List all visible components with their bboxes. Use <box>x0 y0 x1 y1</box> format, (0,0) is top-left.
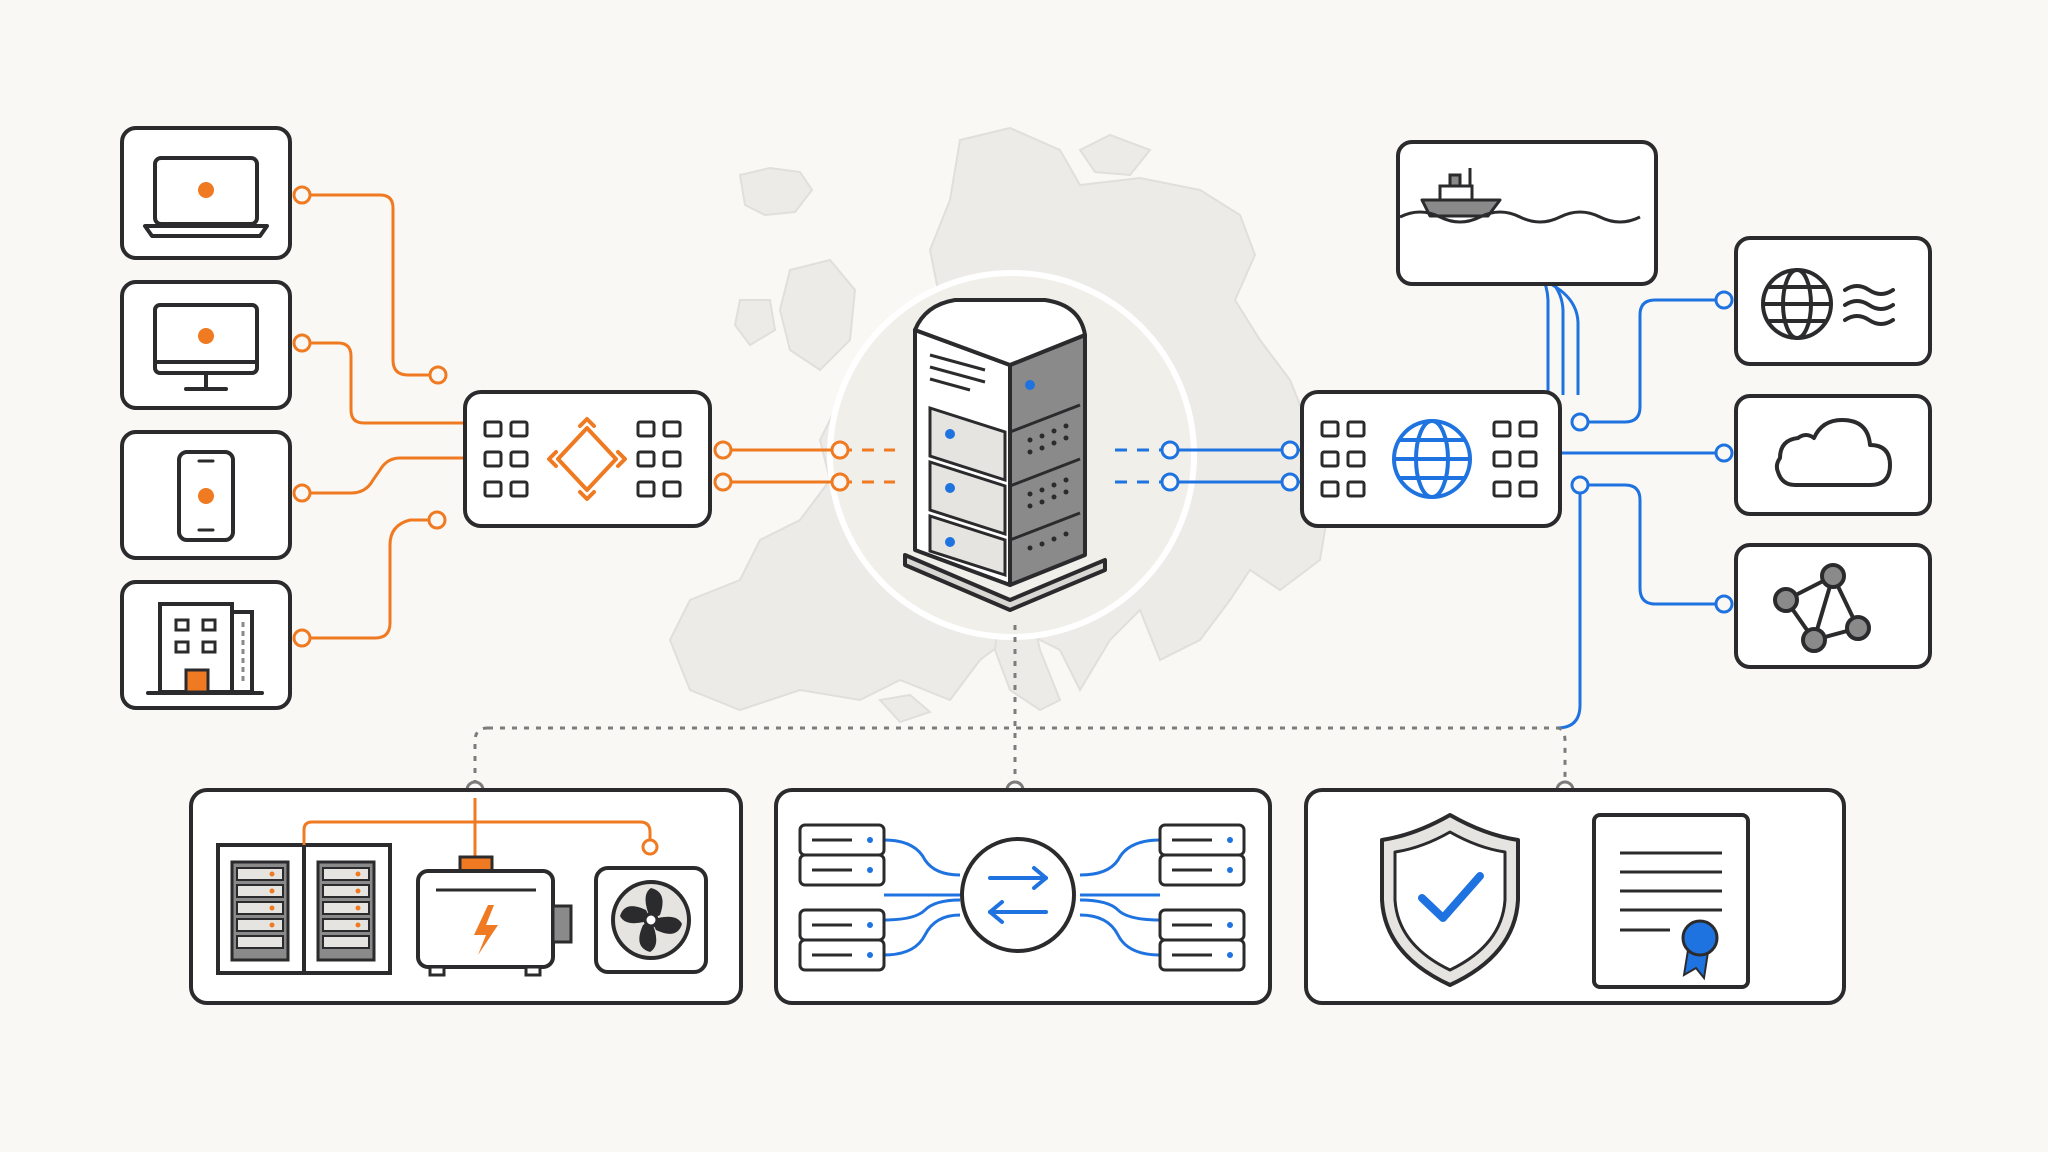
bus-left-drop <box>473 726 489 790</box>
node-laptop <box>292 185 312 205</box>
network-nodes-icon <box>1773 563 1871 653</box>
panel-power-infrastructure[interactable] <box>189 788 743 1005</box>
office-building-icon <box>146 602 264 695</box>
node-internet-exchange <box>1714 290 1734 310</box>
node-cloud <box>1714 443 1734 463</box>
node-switch-top <box>428 365 448 385</box>
central-server[interactable] <box>903 298 1107 612</box>
battery-bolt-icon <box>416 855 573 977</box>
sea-waves <box>1399 210 1641 224</box>
node-switch-out-1 <box>713 440 733 460</box>
device-card-desktop[interactable] <box>120 280 292 410</box>
panel-security-compliance[interactable] <box>1304 788 1846 1005</box>
node-office <box>292 628 312 648</box>
device-card-laptop[interactable] <box>120 126 292 260</box>
node-network <box>1714 594 1734 614</box>
link-office <box>302 518 437 640</box>
node-server-in-2 <box>830 472 850 492</box>
server-racks-icon <box>216 843 392 975</box>
node-router-out-1 <box>1570 412 1590 432</box>
cloud-icon <box>1774 418 1892 487</box>
bus-right-drop <box>1556 726 1567 790</box>
link-router-network <box>1580 483 1724 606</box>
node-mobile <box>292 483 312 503</box>
link-laptop <box>302 193 438 377</box>
server-unit-right-bottom <box>1158 908 1246 972</box>
node-server-out-1 <box>1160 440 1180 460</box>
switch-ports-right <box>636 420 682 498</box>
shield-check-icon <box>1380 813 1520 987</box>
router-ports-left <box>1320 420 1366 498</box>
service-card-cloud[interactable] <box>1734 394 1932 516</box>
cooling-fan-icon <box>594 866 708 974</box>
router-ports-right <box>1492 420 1538 498</box>
certificate-icon <box>1592 813 1750 989</box>
service-card-internet-exchange[interactable] <box>1734 236 1932 366</box>
switch-ports-left <box>483 420 529 498</box>
ship-icon <box>1420 168 1502 218</box>
globe-icon <box>1392 419 1472 499</box>
panel-load-balancing[interactable] <box>774 788 1272 1005</box>
access-switch[interactable] <box>463 390 712 528</box>
monitor-icon <box>153 303 259 391</box>
node-server-in-1 <box>830 440 850 460</box>
server-vent-dots <box>1027 423 1069 551</box>
server-unit-left-bottom <box>798 908 886 972</box>
globe-waves-icon <box>1761 268 1895 340</box>
load-links <box>883 838 1161 957</box>
smartphone-icon <box>177 450 235 542</box>
node-router-in-2 <box>1280 472 1300 492</box>
link-mobile <box>302 456 465 495</box>
server-rack-icon <box>903 298 1107 612</box>
link-router-security <box>1556 485 1582 730</box>
node-server-out-2 <box>1160 472 1180 492</box>
device-card-mobile[interactable] <box>120 430 292 560</box>
server-unit-right-top <box>1158 823 1246 887</box>
link-router-internet-exchange <box>1580 298 1724 424</box>
node-router-out-2 <box>1570 475 1590 495</box>
link-desktop <box>302 341 465 425</box>
node-desktop <box>292 333 312 353</box>
node-switch-bottom <box>427 510 447 530</box>
server-unit-left-top <box>798 823 886 887</box>
device-card-office[interactable] <box>120 580 292 710</box>
service-card-network-graph[interactable] <box>1734 543 1932 669</box>
node-switch-out-2 <box>713 472 733 492</box>
core-router[interactable] <box>1300 390 1562 528</box>
laptop-icon <box>143 156 269 238</box>
service-card-submarine-cable[interactable] <box>1396 140 1658 286</box>
node-router-in-1 <box>1280 440 1300 460</box>
node-cooling <box>641 838 659 856</box>
switch-arrows-icon <box>547 417 627 501</box>
exchange-arrows-icon <box>960 837 1076 953</box>
